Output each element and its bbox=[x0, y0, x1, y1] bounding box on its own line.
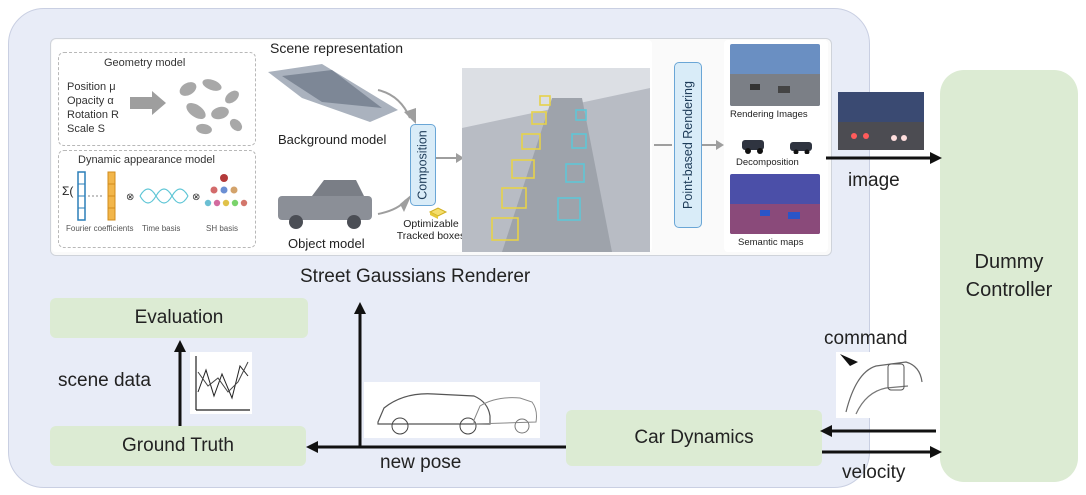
new-pose-car-sketch bbox=[364, 382, 540, 438]
ground-truth-node: Ground Truth bbox=[50, 426, 306, 466]
fourier-bars bbox=[77, 171, 116, 221]
composed-scene-pointcloud bbox=[462, 68, 650, 252]
new-pose-edge-label: new pose bbox=[380, 452, 462, 473]
car-dynamics-node: Car Dynamics bbox=[566, 410, 822, 466]
object-pointcloud-car bbox=[278, 180, 372, 229]
evaluation-label: Evaluation bbox=[134, 307, 224, 328]
image-output-thumb bbox=[838, 92, 924, 150]
dynamic-appearance-box bbox=[58, 150, 256, 248]
rendering-images-label: Rendering Images bbox=[730, 109, 808, 120]
time-basis-label: Time basis bbox=[142, 224, 181, 233]
composition-block: Composition bbox=[410, 124, 436, 206]
scene-data-chart-icon bbox=[190, 352, 252, 414]
decomposition-cars-icon bbox=[742, 140, 812, 154]
svg-text:⊗: ⊗ bbox=[126, 192, 134, 203]
image-edge-label: image bbox=[848, 170, 900, 191]
attr-opacity: Opacity α bbox=[67, 95, 114, 107]
gaussian-3 bbox=[225, 90, 239, 104]
sh-basis-dots bbox=[204, 174, 248, 207]
gaussian-6 bbox=[196, 123, 212, 135]
gaussian-ellipses-graphic bbox=[130, 79, 243, 135]
evaluation-node: Evaluation bbox=[50, 298, 308, 338]
fourier-time-sh-graphic: ⊗ ⊗ bbox=[77, 171, 248, 221]
geometry-attrs: Position μ Opacity α Rotation R Scale S bbox=[67, 80, 119, 136]
gaussian-7 bbox=[229, 118, 243, 132]
cyan-tracked-boxes bbox=[557, 109, 587, 221]
point-rendering-block: Point-based Rendering bbox=[674, 62, 702, 228]
sh-basis-label: SH basis bbox=[206, 224, 239, 233]
dummy-controller-label: Dummy Controller bbox=[965, 251, 1053, 301]
fourier-label: Fourier coefficients bbox=[66, 224, 134, 233]
background-model-label: Background model bbox=[278, 132, 387, 147]
dynamic-appearance-title: Dynamic appearance model bbox=[78, 154, 215, 166]
time-basis-waves bbox=[139, 188, 189, 204]
scene-representation-title: Scene representation bbox=[270, 40, 404, 56]
renderer-name: Street Gaussians Renderer bbox=[300, 266, 531, 287]
ground-truth-label: Ground Truth bbox=[122, 435, 234, 456]
sigma-symbol: Σ( bbox=[62, 184, 74, 198]
tracked-box-icon bbox=[428, 207, 448, 219]
attr-position: Position μ bbox=[67, 81, 116, 93]
semantic-map-thumb bbox=[730, 174, 820, 234]
rendering-image-thumb bbox=[730, 44, 820, 106]
gaussian-5 bbox=[211, 106, 229, 120]
command-edge-label: command bbox=[824, 328, 908, 349]
attr-rotation: Rotation R bbox=[67, 109, 119, 121]
geometry-model-title: Geometry model bbox=[104, 57, 186, 69]
tracked-boxes-label: Optimizable Tracked boxes bbox=[396, 218, 466, 242]
pedal-command-sketch bbox=[836, 352, 926, 418]
svg-text:⊗: ⊗ bbox=[192, 192, 200, 203]
gaussian-2 bbox=[202, 79, 222, 91]
yellow-tracked-boxes bbox=[491, 95, 551, 241]
velocity-edge-label: velocity bbox=[842, 462, 906, 483]
gaussian-4 bbox=[186, 103, 206, 119]
geometry-arrow bbox=[130, 91, 166, 115]
attr-scale: Scale S bbox=[67, 123, 105, 135]
dummy-controller-block bbox=[940, 70, 1078, 482]
gaussian-1 bbox=[179, 82, 197, 96]
background-pointcloud bbox=[268, 64, 398, 122]
car-dynamics-label: Car Dynamics bbox=[634, 427, 754, 448]
semantic-maps-label: Semantic maps bbox=[738, 237, 804, 248]
object-model-label: Object model bbox=[288, 236, 365, 251]
scene-data-edge-label: scene data bbox=[58, 370, 151, 391]
decomposition-label: Decomposition bbox=[736, 157, 799, 168]
